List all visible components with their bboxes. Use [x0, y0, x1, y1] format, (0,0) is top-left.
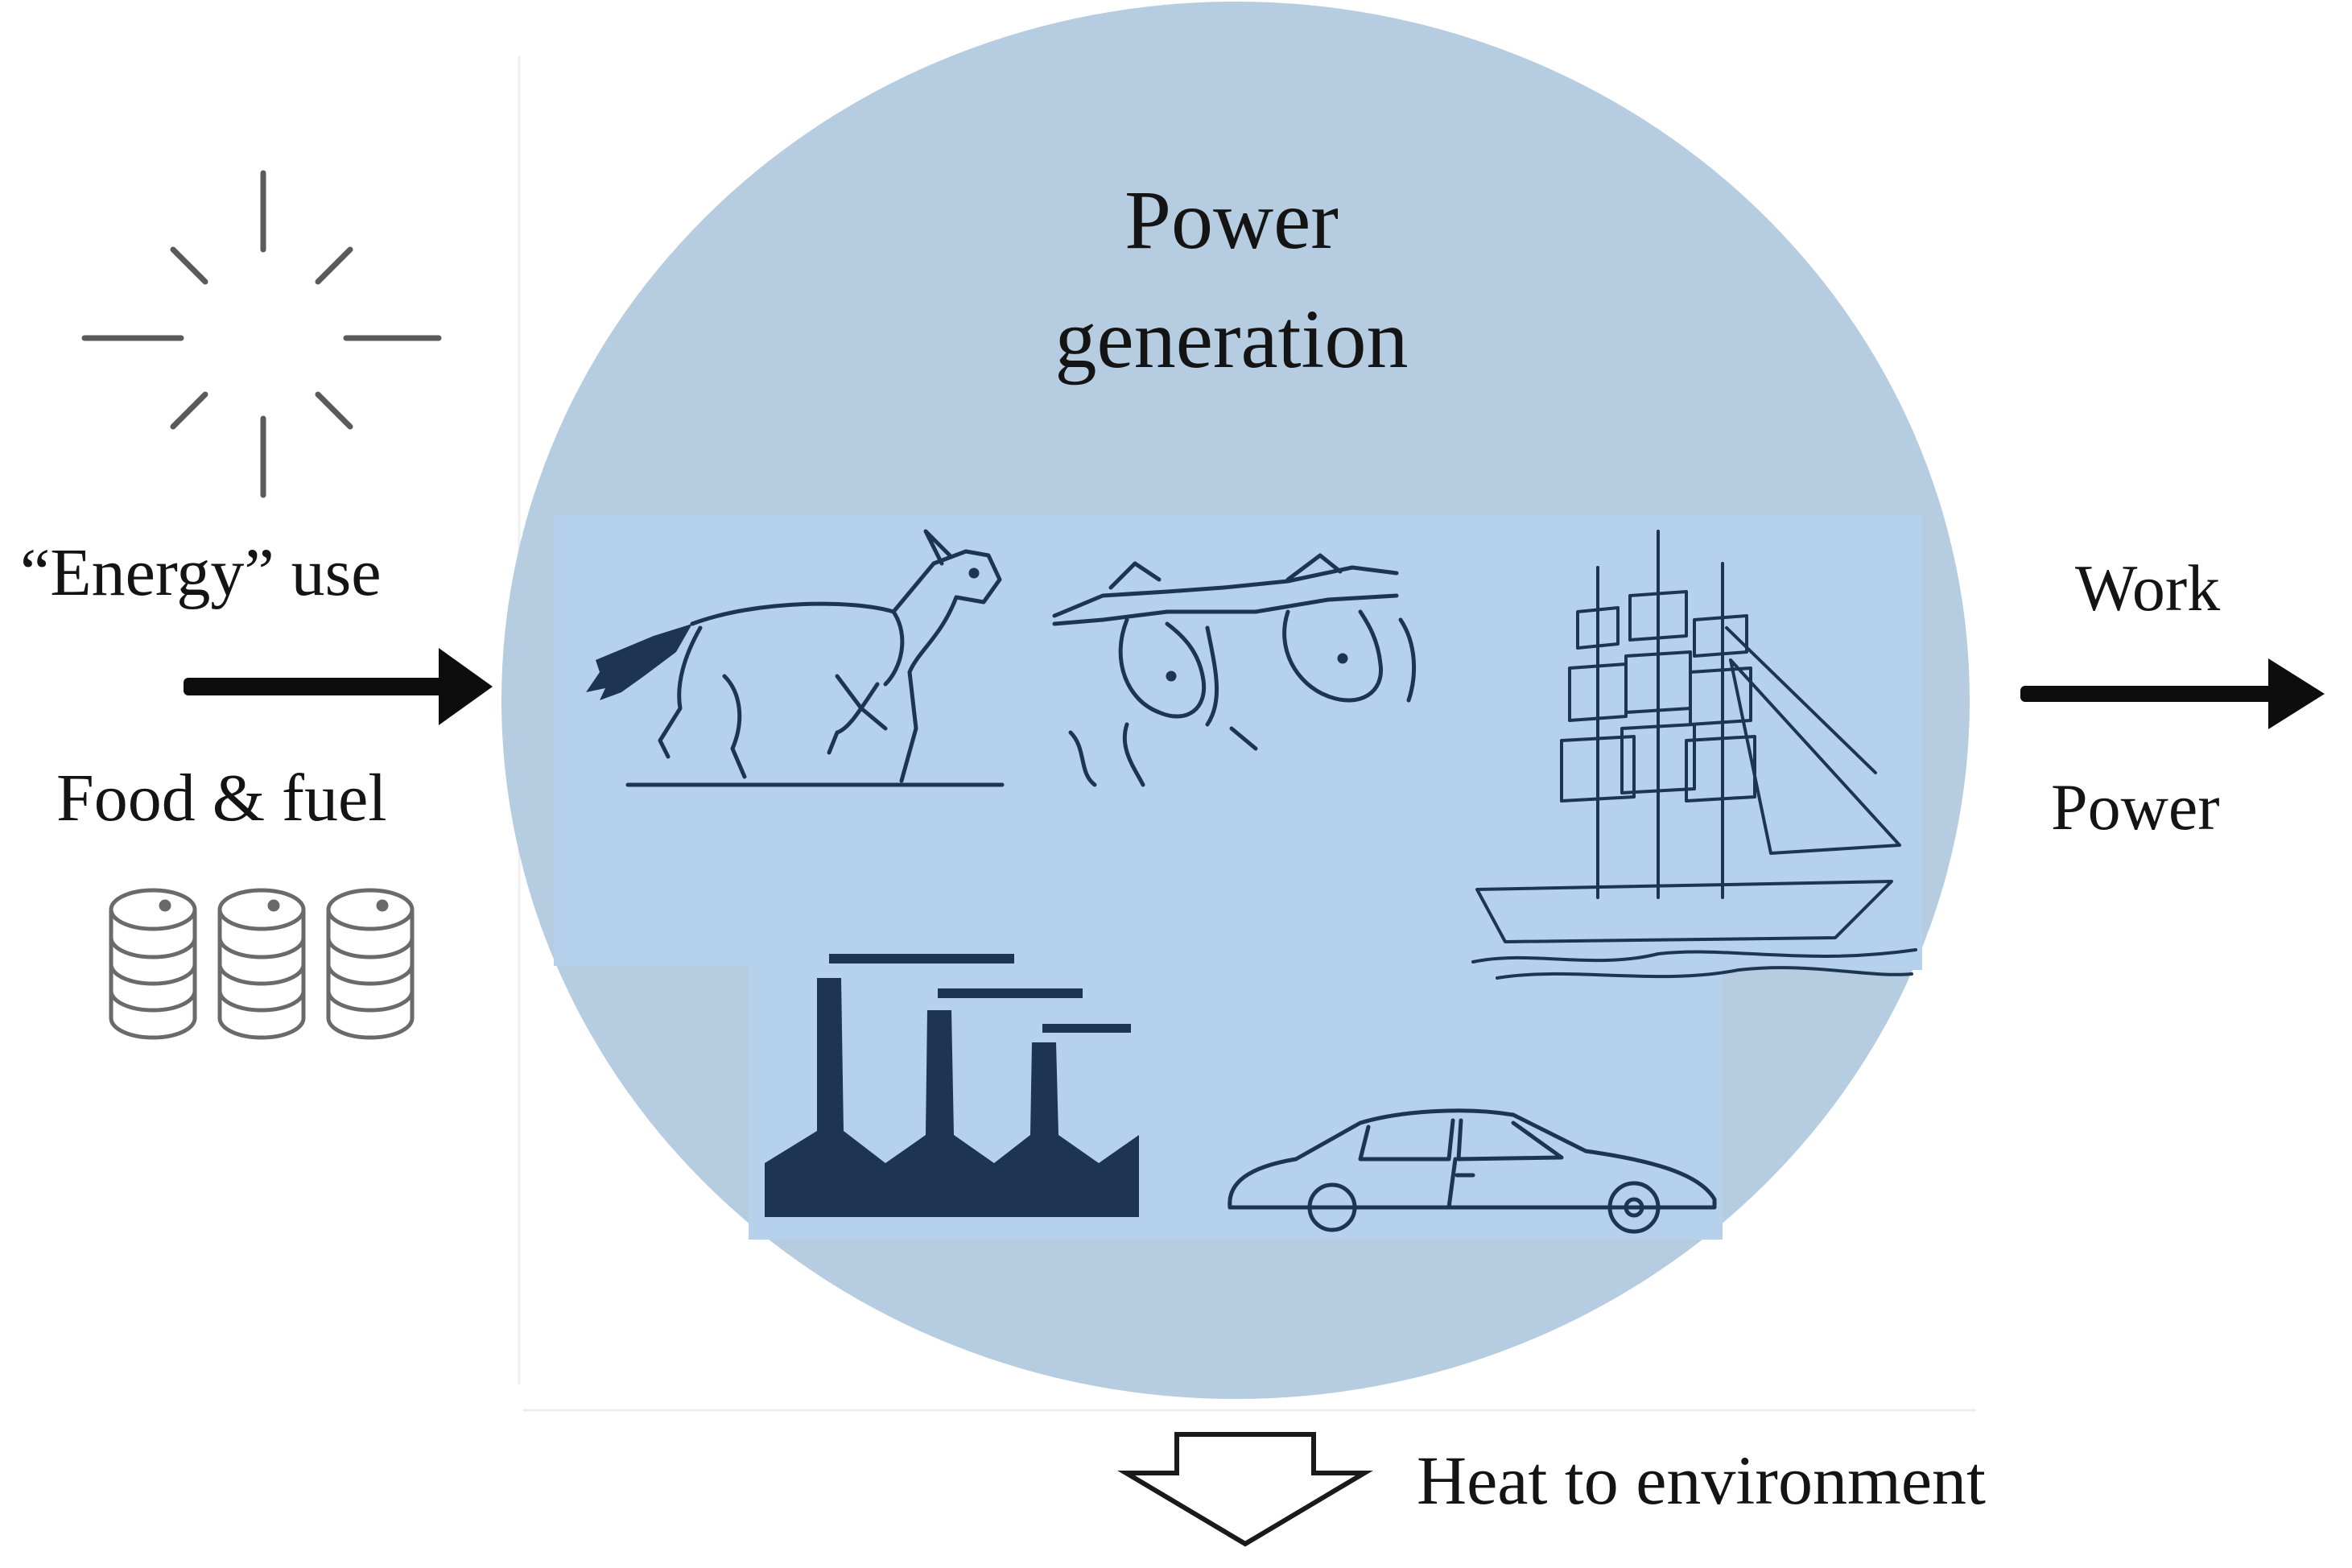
horse-tail-icon — [586, 624, 692, 700]
input-label-top: “Energy” use — [20, 535, 382, 610]
sailing-ship-icon — [1471, 530, 1917, 980]
heat-loss-label: Heat to environment — [1417, 1442, 1986, 1519]
oxen-icon — [1052, 553, 1416, 787]
output-label-bottom: Power — [2051, 770, 2220, 844]
factory-icon — [765, 954, 1139, 1217]
output-label-top: Work — [2075, 551, 2221, 625]
heat-loss-arrow — [1117, 1432, 1373, 1547]
center-title: Power generation — [950, 161, 1513, 398]
center-title-line1: Power — [1124, 174, 1339, 266]
input-label-bottom: Food & fuel — [56, 761, 387, 836]
fuel-barrels-icon — [109, 888, 415, 1040]
horse-icon — [625, 529, 1005, 787]
input-arrow — [184, 648, 493, 725]
center-title-line2: generation — [1054, 292, 1409, 386]
output-arrow — [2020, 658, 2325, 729]
sun-icon — [81, 170, 442, 498]
car-icon — [1228, 1108, 1717, 1234]
